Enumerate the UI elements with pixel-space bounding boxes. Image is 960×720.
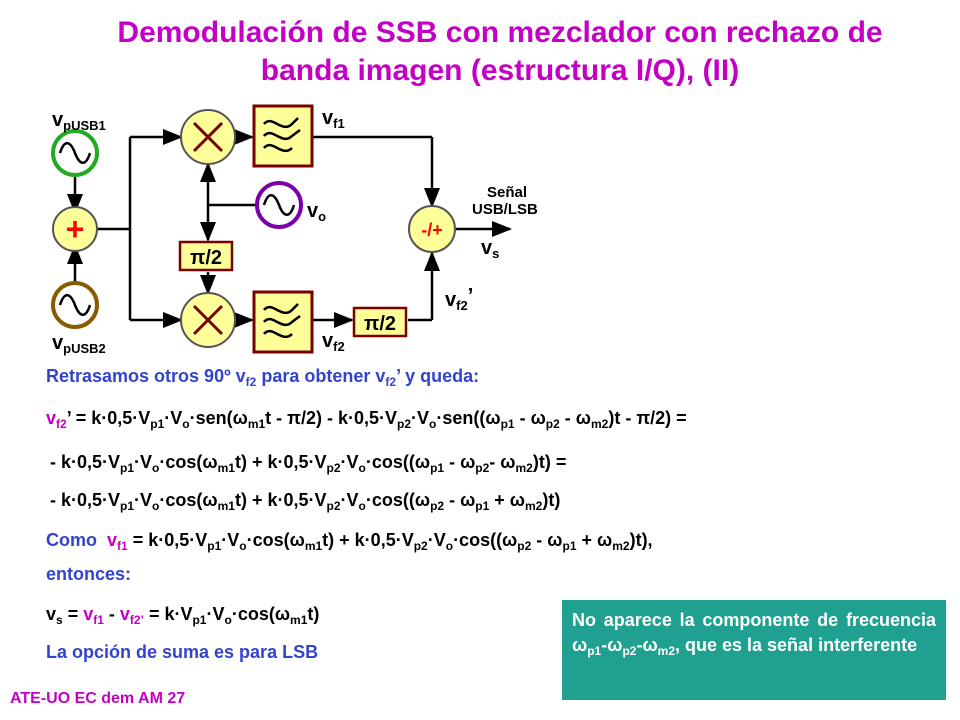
phase-shifter-output: π/2 (352, 306, 408, 338)
label-vf1: vf1 (322, 107, 345, 131)
label-vpusb2: vpUSB2 (52, 332, 106, 356)
como-label: Como (46, 530, 97, 550)
source-vpusb2 (51, 281, 99, 329)
source-vo (255, 181, 303, 229)
signal-wires (67, 129, 512, 328)
mixer-bottom (180, 292, 236, 348)
entonces-label: entonces: (46, 564, 132, 584)
adder-symbol: + (66, 211, 85, 247)
label-output-line2: USB/LSB (472, 201, 538, 218)
equation-5: vs = vf1 - vf2’ = k·Vp1·Vo·cos(ωm1t) (46, 604, 320, 627)
phase-shifter-lo-label: π/2 (190, 247, 222, 269)
combiner: -/+ (408, 205, 456, 253)
mixer-top (180, 109, 236, 165)
label-vf2-prime: vf2’ (445, 285, 473, 313)
equation-3: - k·0,5·Vp1·Vo·cos(ωm1t) + k·0,5·Vp2·Vo·… (50, 490, 561, 513)
label-vf2: vf2 (322, 330, 345, 354)
label-vo: vo (307, 200, 326, 224)
footer-label: ATE-UO EC dem AM 27 (10, 690, 186, 707)
block-diagram: + π/2 π/2 -/+ vpUSB1 vpUSB2 vo (51, 104, 538, 356)
page-title: Demodulación de SSB con mezclador con re… (60, 14, 940, 90)
label-output-line1: Señal (487, 184, 527, 201)
phase-shifter-lo: π/2 (178, 240, 234, 272)
equation-2: - k·0,5·Vp1·Vo·cos(ωm1t) + k·0,5·Vp2·Vo·… (50, 452, 567, 475)
label-vs: vs (481, 237, 499, 261)
note-box: No aparece la componente de frecuencia ω… (562, 600, 946, 700)
equation-4: vf1 = k·0,5·Vp1·Vo·cos(ωm1t) + k·0,5·Vp2… (107, 530, 653, 553)
title-line-1: Demodulación de SSB con mezclador con re… (117, 16, 883, 49)
source-vpusb1 (51, 129, 99, 177)
phase-shifter-output-label: π/2 (364, 313, 396, 335)
label-vpusb1: vpUSB1 (52, 109, 106, 133)
equation-4-line: Como vf1 = k·0,5·Vp1·Vo·cos(ωm1t) + k·0,… (46, 530, 653, 553)
combiner-symbol: -/+ (421, 220, 443, 240)
title-line-2: banda imagen (estructura I/Q), (II) (260, 54, 740, 87)
conclusion: La opción de suma es para LSB (46, 642, 319, 662)
filter-top (252, 104, 314, 168)
filter-bottom (252, 290, 314, 354)
intro-line: Retrasamos otros 90º vf2 para obtener vf… (46, 366, 480, 389)
adder: + (52, 206, 98, 252)
equation-1: vf2’ = k·0,5·Vp1·Vo·sen(ωm1t - π/2) - k·… (46, 408, 687, 431)
